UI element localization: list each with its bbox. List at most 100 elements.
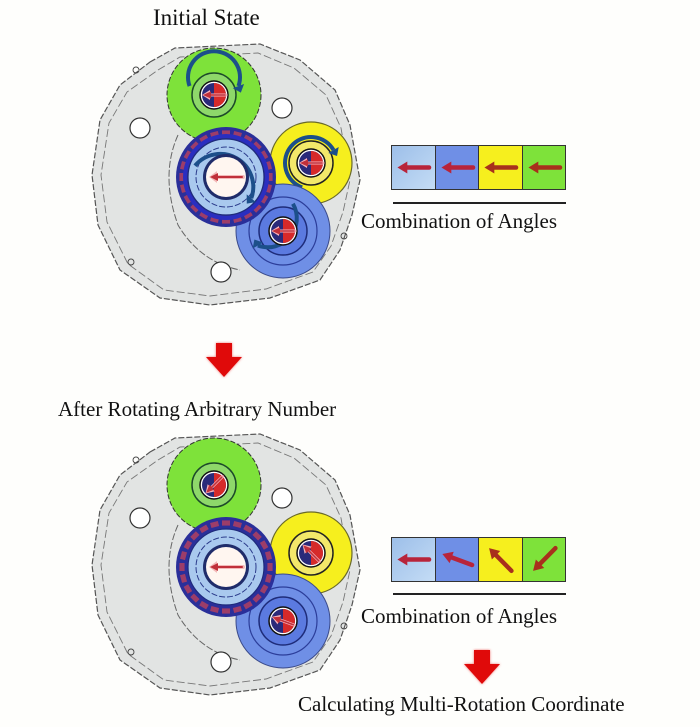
yellow-gear [269,121,353,205]
main-gear [176,517,276,617]
gear-tooth [252,531,262,541]
gear-tooth [210,520,220,529]
hub-arrow-core [203,91,226,99]
gear-tooth [210,605,220,614]
down-arrow-icon [206,343,242,377]
angle-cell-green [522,146,565,189]
main-arrow-core [210,563,243,571]
gear-tooth [267,563,273,571]
angle-combination-strip-after [391,537,566,582]
gear-tooth [179,573,188,583]
gear-tooth [259,584,269,594]
angle-arrow-icon [397,553,432,566]
screw-hole [127,258,135,266]
initial-state-title: Initial State [153,5,260,30]
angle-arrow-icon [397,161,432,174]
screw-hole [132,456,140,464]
gear-tooth [183,584,193,594]
hub-arrow-core [303,545,320,562]
mounting-hole [129,117,151,139]
angle-cell-main [392,146,436,189]
angle-arrow-icon [484,161,519,174]
calculating-coordinate-label: Calculating Multi-Rotation Coordinate [298,692,625,716]
yellow-gear-hub [296,148,326,178]
gear-diagram-after [91,433,361,696]
gear-tooth [199,134,209,144]
rotation-arrow-icon [283,135,339,190]
angle-arrow-icon [527,161,562,174]
gear-tooth [222,520,230,526]
gear-tooth [264,551,273,561]
screw-hole [127,648,135,656]
gear-tooth [183,150,193,160]
angle-cell-yellow [479,146,523,189]
gear-tooth [199,600,209,610]
gear-tooth [190,141,200,151]
bracket-line [393,593,566,595]
gear-tooth [252,203,262,213]
gear-diagram-initial [91,43,361,306]
green-gear-hub [199,80,229,110]
angle-arrow-icon [489,548,514,574]
gear-tooth [252,141,262,151]
green-gear [166,437,262,533]
gear-tooth [179,563,185,571]
gear-tooth [232,520,242,529]
mounting-hole [271,97,293,119]
mounting-hole [210,651,232,673]
gear-tooth [259,540,269,550]
angle-cell-main [392,538,436,581]
rotation-arrow-icon [186,49,245,93]
green-gear-hub [199,470,229,500]
gear-tooth [199,524,209,534]
gear-tooth [243,600,253,610]
gear-tooth [267,173,273,181]
screw-hole [340,232,348,240]
combination-label-initial: Combination of Angles [361,209,557,233]
gear-tooth [190,203,200,213]
angle-combination-strip-initial [391,145,566,190]
gear-tooth [264,573,273,583]
gear-tooth [183,194,193,204]
yellow-gear-hub [296,538,326,568]
angle-cell-yellow [479,538,523,581]
yellow-gear [269,511,353,595]
gear-tooth [179,551,188,561]
gear-tooth [252,593,262,603]
screw-hole [340,622,348,630]
hub-arrow-core [272,616,295,626]
gear-tooth [259,194,269,204]
green-gear [166,47,262,143]
gear-tooth [243,524,253,534]
main-gear [176,127,276,227]
combination-label-after: Combination of Angles [361,604,557,628]
gear-tooth [243,210,253,220]
angle-cell-blue [435,538,479,581]
angle-cell-green [522,538,565,581]
gear-tooth [243,134,253,144]
bracket-line [393,202,566,204]
plate-inner-outline [100,442,351,687]
hub-arrow-core [300,159,323,167]
gear-tooth [190,593,200,603]
gear-tooth [183,540,193,550]
blue-gear-hub [268,606,298,636]
mounting-hole [129,507,151,529]
hub-arrow-core [206,476,223,493]
hub-arrow-core [272,227,295,235]
down-arrow-icon [464,650,500,684]
gear-tooth [259,150,269,160]
gear-tooth [199,210,209,220]
mounting-hole [210,261,232,283]
gear-tooth [179,173,185,181]
gear-tooth [222,608,230,614]
mounting-hole [271,487,293,509]
angle-cell-blue [435,146,479,189]
angle-arrow-icon [441,551,474,568]
main-ring-band [183,134,269,220]
gear-tooth [232,605,242,614]
angle-arrow-icon [532,545,558,571]
plate-inner-outline [100,52,351,297]
main-arrow-core [210,173,243,181]
gear-tooth [190,531,200,541]
